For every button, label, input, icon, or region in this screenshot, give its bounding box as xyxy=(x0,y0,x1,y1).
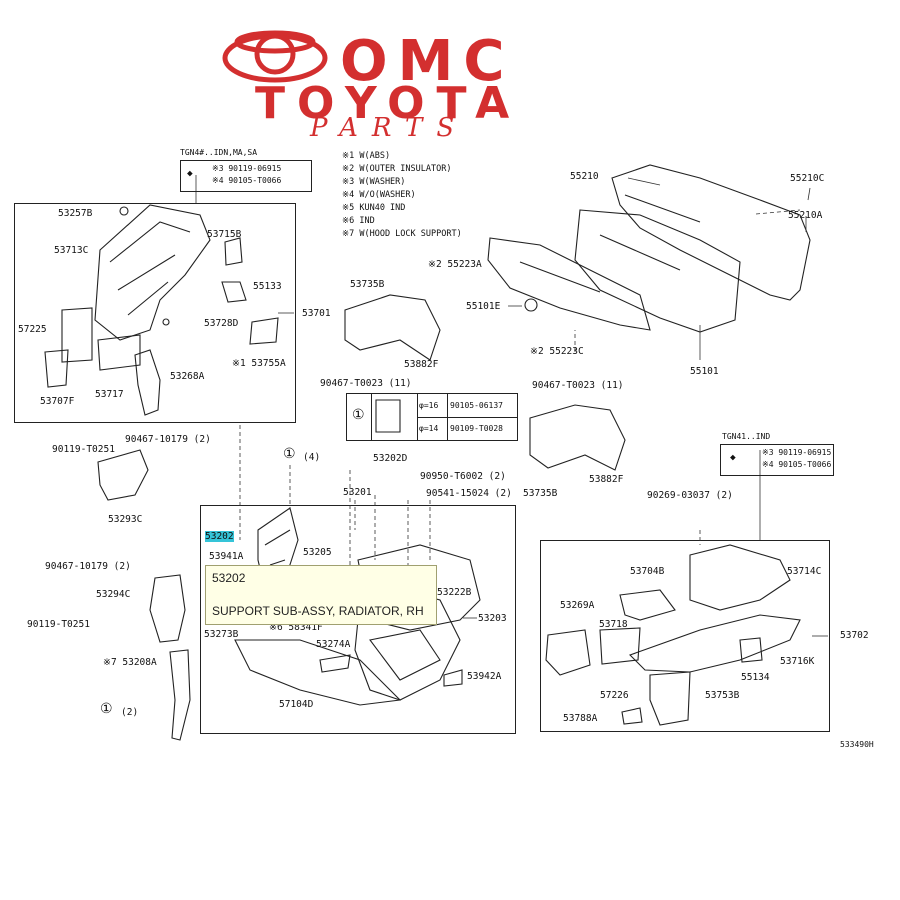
brand-bottom-text: PARTS xyxy=(309,113,468,140)
part-label-57104d[interactable]: 57104D xyxy=(279,699,314,710)
part-label-90269-03037[interactable]: 90269-03037 (2) xyxy=(647,490,733,501)
center-group-box xyxy=(200,505,516,734)
note-5: ※5 KUN40 IND xyxy=(342,203,406,213)
part-label-53707f[interactable]: 53707F xyxy=(40,396,75,407)
brand-top-text: OMC xyxy=(340,30,514,94)
right-callout-box xyxy=(720,444,834,476)
part-label-90467-10179-a[interactable]: 90467-10179 (2) xyxy=(125,434,211,445)
part-label-53202d[interactable]: 53202D xyxy=(373,453,408,464)
part-label-53788a[interactable]: 53788A xyxy=(563,713,598,724)
part-label-53203[interactable]: 53203 xyxy=(478,613,507,624)
part-label-53728d[interactable]: 53728D xyxy=(204,318,239,329)
part-label-53274a[interactable]: 53274A xyxy=(316,639,351,650)
part-label-qty-4[interactable]: (4) xyxy=(303,452,321,463)
part-label-53942a[interactable]: 53942A xyxy=(467,671,502,682)
note-2: ※2 W(OUTER INSULATOR) xyxy=(342,164,452,174)
part-label-55101e[interactable]: 55101E xyxy=(466,301,501,312)
brand-mid-text: TOYOTA xyxy=(255,78,521,129)
part-label-53704b[interactable]: 53704B xyxy=(630,566,665,577)
part-label-qty-2[interactable]: (2) xyxy=(121,707,139,718)
part-label-53222b[interactable]: 53222B xyxy=(437,587,472,598)
left-callout-box xyxy=(180,160,312,192)
part-label-53273b[interactable]: 53273B xyxy=(204,629,239,640)
part-label-90541-15024[interactable]: 90541-15024 (2) xyxy=(426,488,512,499)
part-label-53702[interactable]: 53702 xyxy=(840,630,869,641)
omc-toyota-parts-logo: OMC TOYOTA PARTS xyxy=(215,29,685,143)
part-label-55210a[interactable]: 55210A xyxy=(788,210,823,221)
part-label-58341f[interactable]: ※6 58341F xyxy=(269,622,323,633)
part-label-55223a[interactable]: ※2 55223A xyxy=(428,259,482,270)
part-label-53715b[interactable]: 53715B xyxy=(207,229,242,240)
part-label-53753b[interactable]: 53753B xyxy=(705,690,740,701)
left-callout-row2: ※4 90105-T0066 xyxy=(212,176,282,185)
part-label-53201[interactable]: 53201 xyxy=(343,487,372,498)
part-label-53293c[interactable]: 53293C xyxy=(108,514,143,525)
part-label-53714c[interactable]: 53714C xyxy=(787,566,822,577)
note-4: ※4 W/O(WASHER) xyxy=(342,190,416,200)
part-tooltip: 53202 SUPPORT SUB-ASSY, RADIATOR, RH xyxy=(205,565,437,625)
part-label-55134[interactable]: 55134 xyxy=(741,672,770,683)
right-callout-row1: ※3 90119-06915 xyxy=(762,448,832,457)
part-label-55133[interactable]: 55133 xyxy=(253,281,282,292)
left-callout-row1: ※3 90119-06915 xyxy=(212,164,282,173)
part-label-55210[interactable]: 55210 xyxy=(570,171,599,182)
variant-notes: ※1 W(ABS) ※2 W(OUTER INSULATOR) ※3 W(WAS… xyxy=(342,150,462,241)
bolt-table-size-1: φ=16 xyxy=(419,401,439,410)
part-label-57225[interactable]: 57225 xyxy=(18,324,47,335)
note-7: ※7 W(HOOD LOCK SUPPORT) xyxy=(342,229,462,239)
bolt-table-part-2: 90109-T0028 xyxy=(450,424,503,433)
tooltip-part-description: SUPPORT SUB-ASSY, RADIATOR, RH xyxy=(212,604,424,618)
part-label-53268a[interactable]: 53268A xyxy=(170,371,205,382)
part-label-90119-t0251-b[interactable]: 90119-T0251 xyxy=(27,619,90,630)
part-label-53294c[interactable]: 53294C xyxy=(96,589,131,600)
part-label-53882f-right[interactable]: 53882F xyxy=(589,474,624,485)
part-label-57226[interactable]: 57226 xyxy=(600,690,629,701)
part-label-90467-t0023-top[interactable]: 90467-T0023 (11) xyxy=(320,378,412,389)
part-label-55223c[interactable]: ※2 55223C xyxy=(530,346,584,357)
part-label-53269a[interactable]: 53269A xyxy=(560,600,595,611)
part-label-53718[interactable]: 53718 xyxy=(599,619,628,630)
ref-1-icon: ① xyxy=(100,701,113,717)
bolt-icon: ◆ xyxy=(730,452,736,463)
part-label-53735b-right[interactable]: 53735B xyxy=(523,488,558,499)
part-label-90467-t0023-right[interactable]: 90467-T0023 (11) xyxy=(532,380,624,391)
bolt-icon: ◆ xyxy=(187,168,193,179)
part-label-53716k[interactable]: 53716K xyxy=(780,656,815,667)
part-label-90467-10179-b[interactable]: 90467-10179 (2) xyxy=(45,561,131,572)
part-label-53701[interactable]: 53701 xyxy=(302,308,331,319)
ref-1-icon: ① xyxy=(283,446,296,462)
part-label-53205[interactable]: 53205 xyxy=(303,547,332,558)
part-label-53882f-top[interactable]: 53882F xyxy=(404,359,439,370)
part-label-53713c[interactable]: 53713C xyxy=(54,245,89,256)
note-3: ※3 W(WASHER) xyxy=(342,177,406,187)
bolt-table: ① φ=16 90105-06137 φ=14 90109-T0028 xyxy=(346,393,518,441)
note-1: ※1 W(ABS) xyxy=(342,151,391,161)
bolt-table-ref: ① xyxy=(352,407,365,423)
note-6: ※6 IND xyxy=(342,216,375,226)
part-label-53735b-top[interactable]: 53735B xyxy=(350,279,385,290)
right-group-box xyxy=(540,540,830,732)
part-label-55210c[interactable]: 55210C xyxy=(790,173,825,184)
part-label-53208a[interactable]: ※7 53208A xyxy=(103,657,157,668)
right-callout-header: TGN41..IND xyxy=(722,432,771,441)
left-callout-header: TGN4#..IDN,MA,SA xyxy=(180,148,258,157)
part-label-55101[interactable]: 55101 xyxy=(690,366,719,377)
part-label-53257b[interactable]: 53257B xyxy=(58,208,93,219)
part-label-53202-selected[interactable]: 53202 xyxy=(205,531,234,542)
left-group-box xyxy=(14,203,296,423)
part-label-53717[interactable]: 53717 xyxy=(95,389,124,400)
part-label-90119-t0251-a[interactable]: 90119-T0251 xyxy=(52,444,115,455)
part-label-53941a[interactable]: 53941A xyxy=(209,551,244,562)
diagram-code: 533490H xyxy=(840,740,874,749)
part-label-53755a[interactable]: ※1 53755A xyxy=(232,358,286,369)
bolt-table-size-2: φ=14 xyxy=(419,424,439,433)
right-callout-row2: ※4 90105-T0066 xyxy=(762,460,832,469)
part-label-90950-t6002[interactable]: 90950-T6002 (2) xyxy=(420,471,506,482)
tooltip-part-code: 53202 xyxy=(212,571,246,585)
bolt-table-part-1: 90105-06137 xyxy=(450,401,503,410)
